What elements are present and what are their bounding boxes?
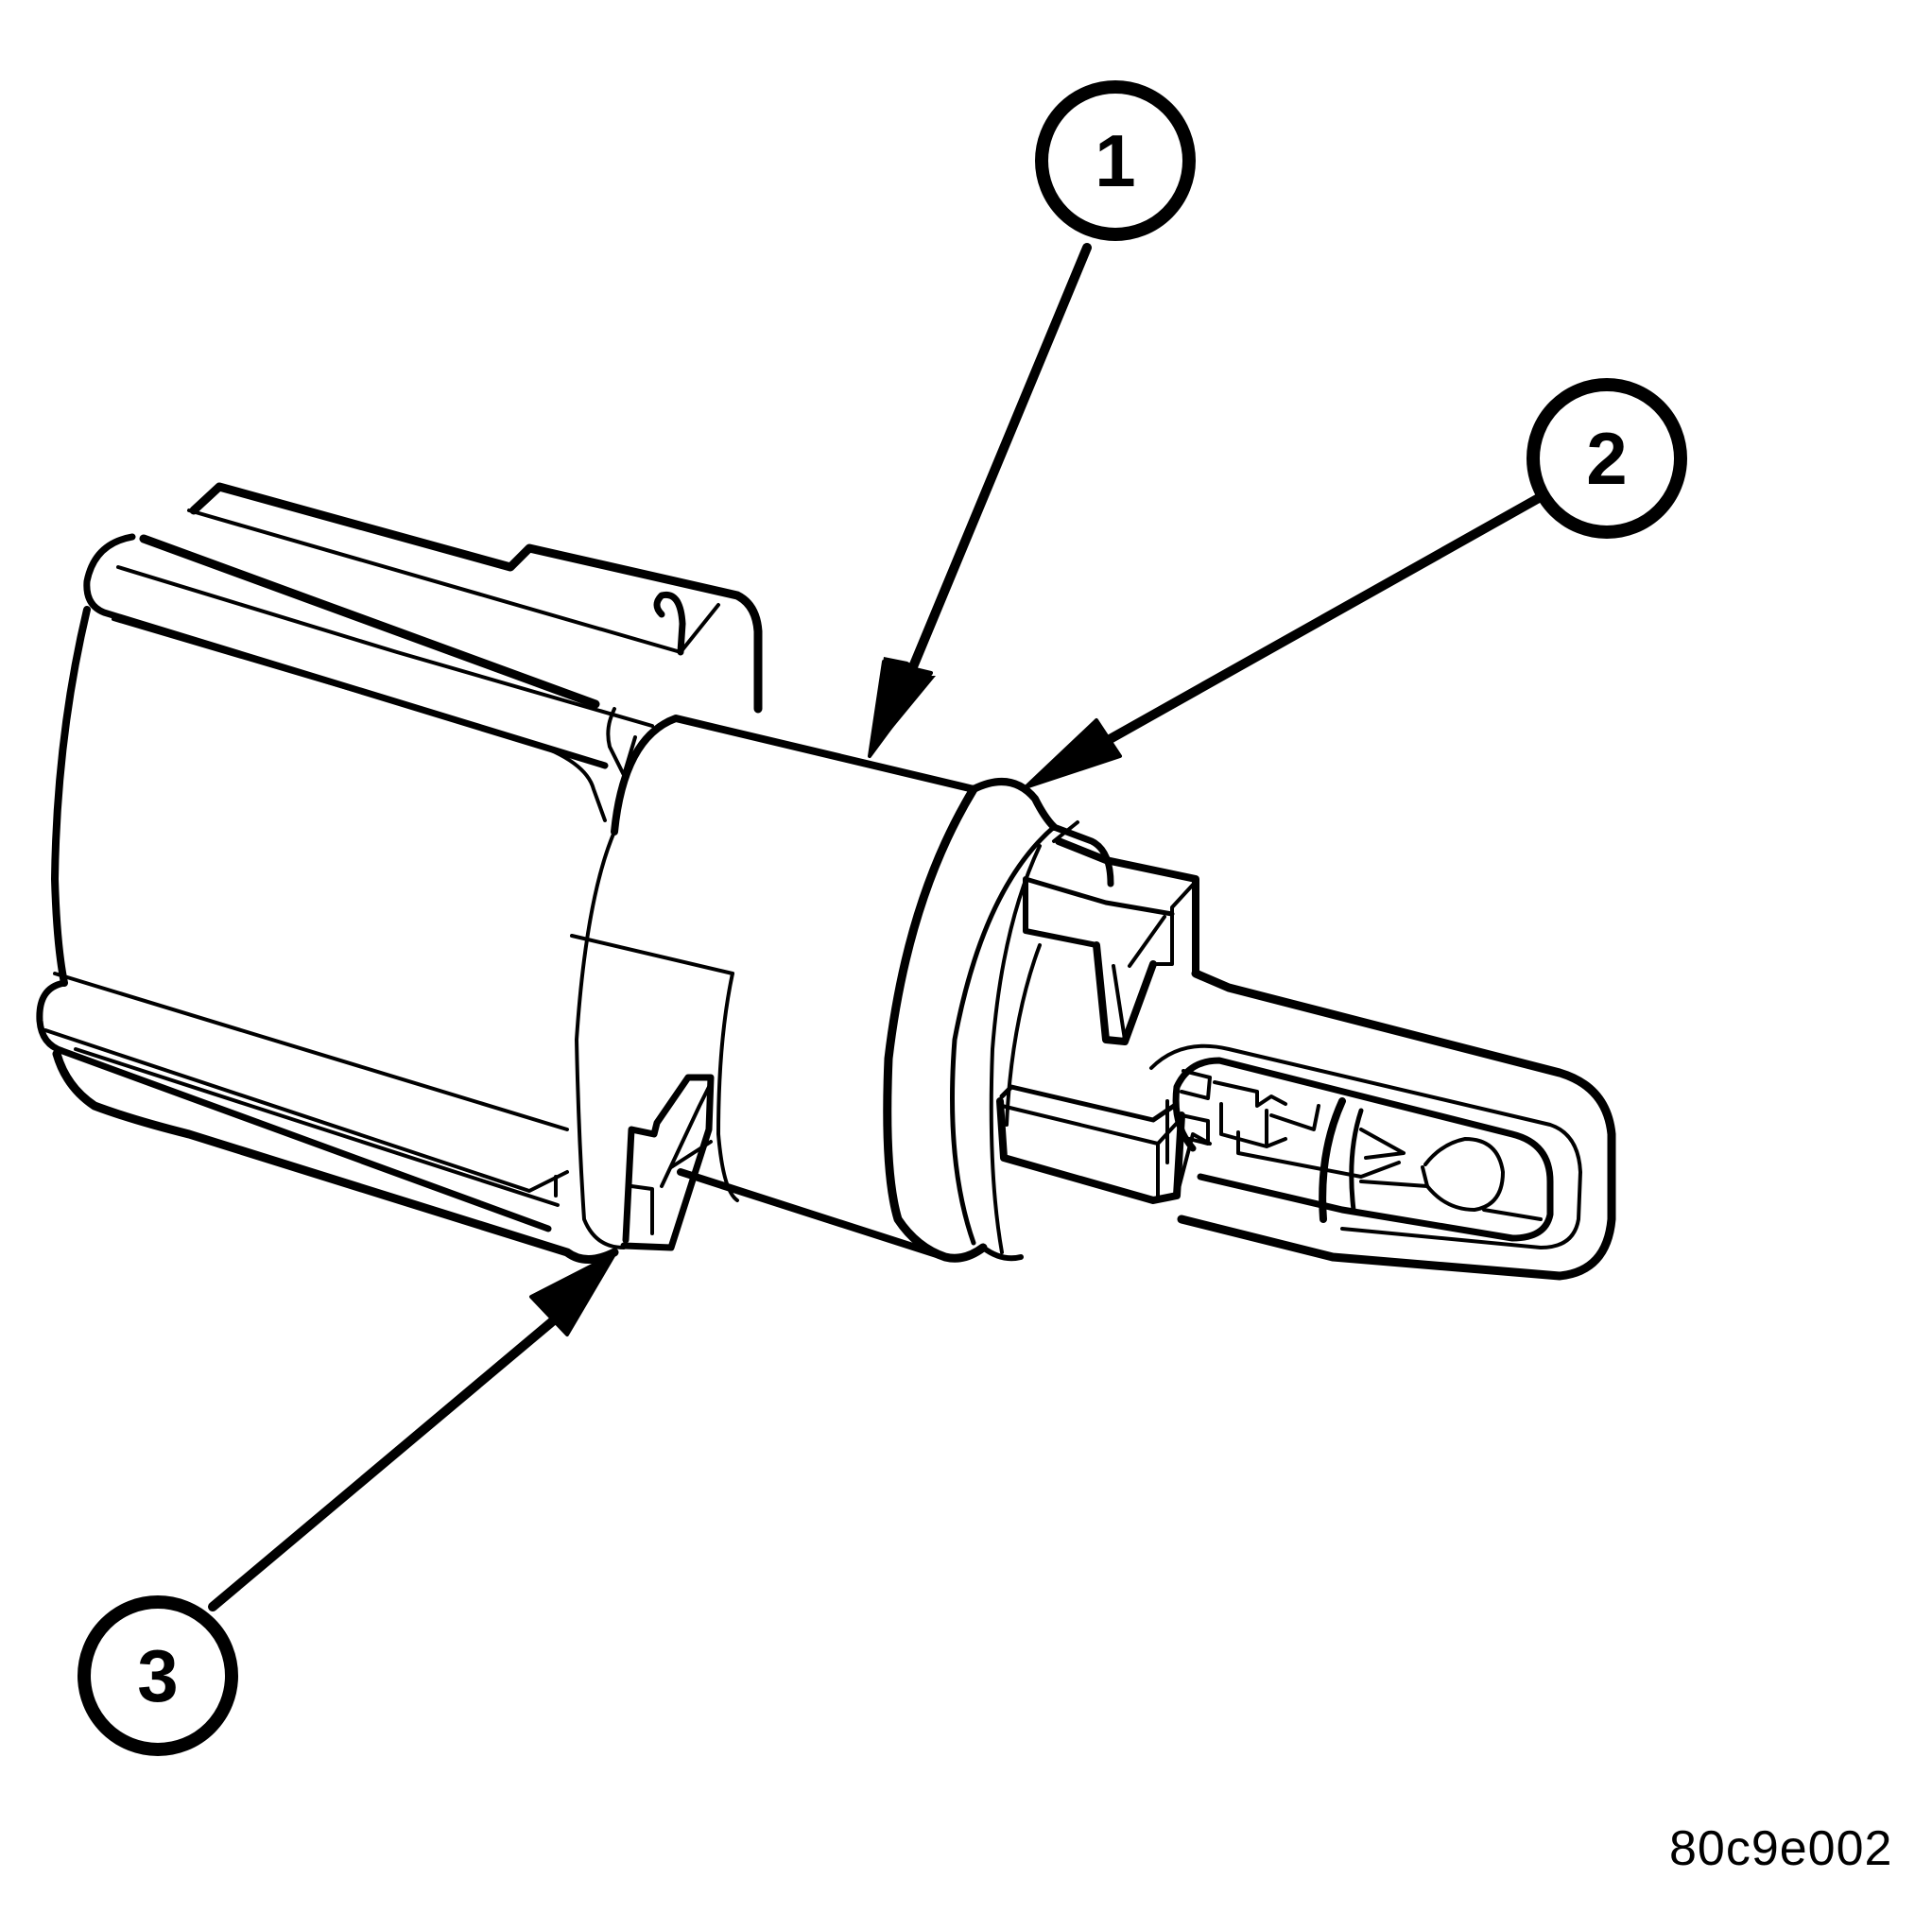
- callout-2-number: 2: [1586, 417, 1628, 500]
- leader-arrow-2: [1024, 490, 1550, 789]
- connector-housing: [36, 482, 763, 1264]
- callout-2: 2: [1527, 378, 1687, 539]
- figure-id: 80c9e002: [1669, 1821, 1893, 1876]
- probe-element: [1149, 969, 1616, 1281]
- callout-3-number: 3: [137, 1634, 179, 1717]
- seal-ring: [883, 778, 1114, 1263]
- leader-arrow-1: [868, 243, 1092, 758]
- callout-1-number: 1: [1095, 119, 1136, 202]
- callout-3: 3: [78, 1595, 238, 1756]
- sensor-body: [570, 715, 977, 1261]
- sensor-head: [996, 837, 1212, 1204]
- retaining-tab: [620, 1074, 715, 1251]
- leader-arrow-3: [208, 1252, 616, 1611]
- callout-1: 1: [1035, 80, 1196, 241]
